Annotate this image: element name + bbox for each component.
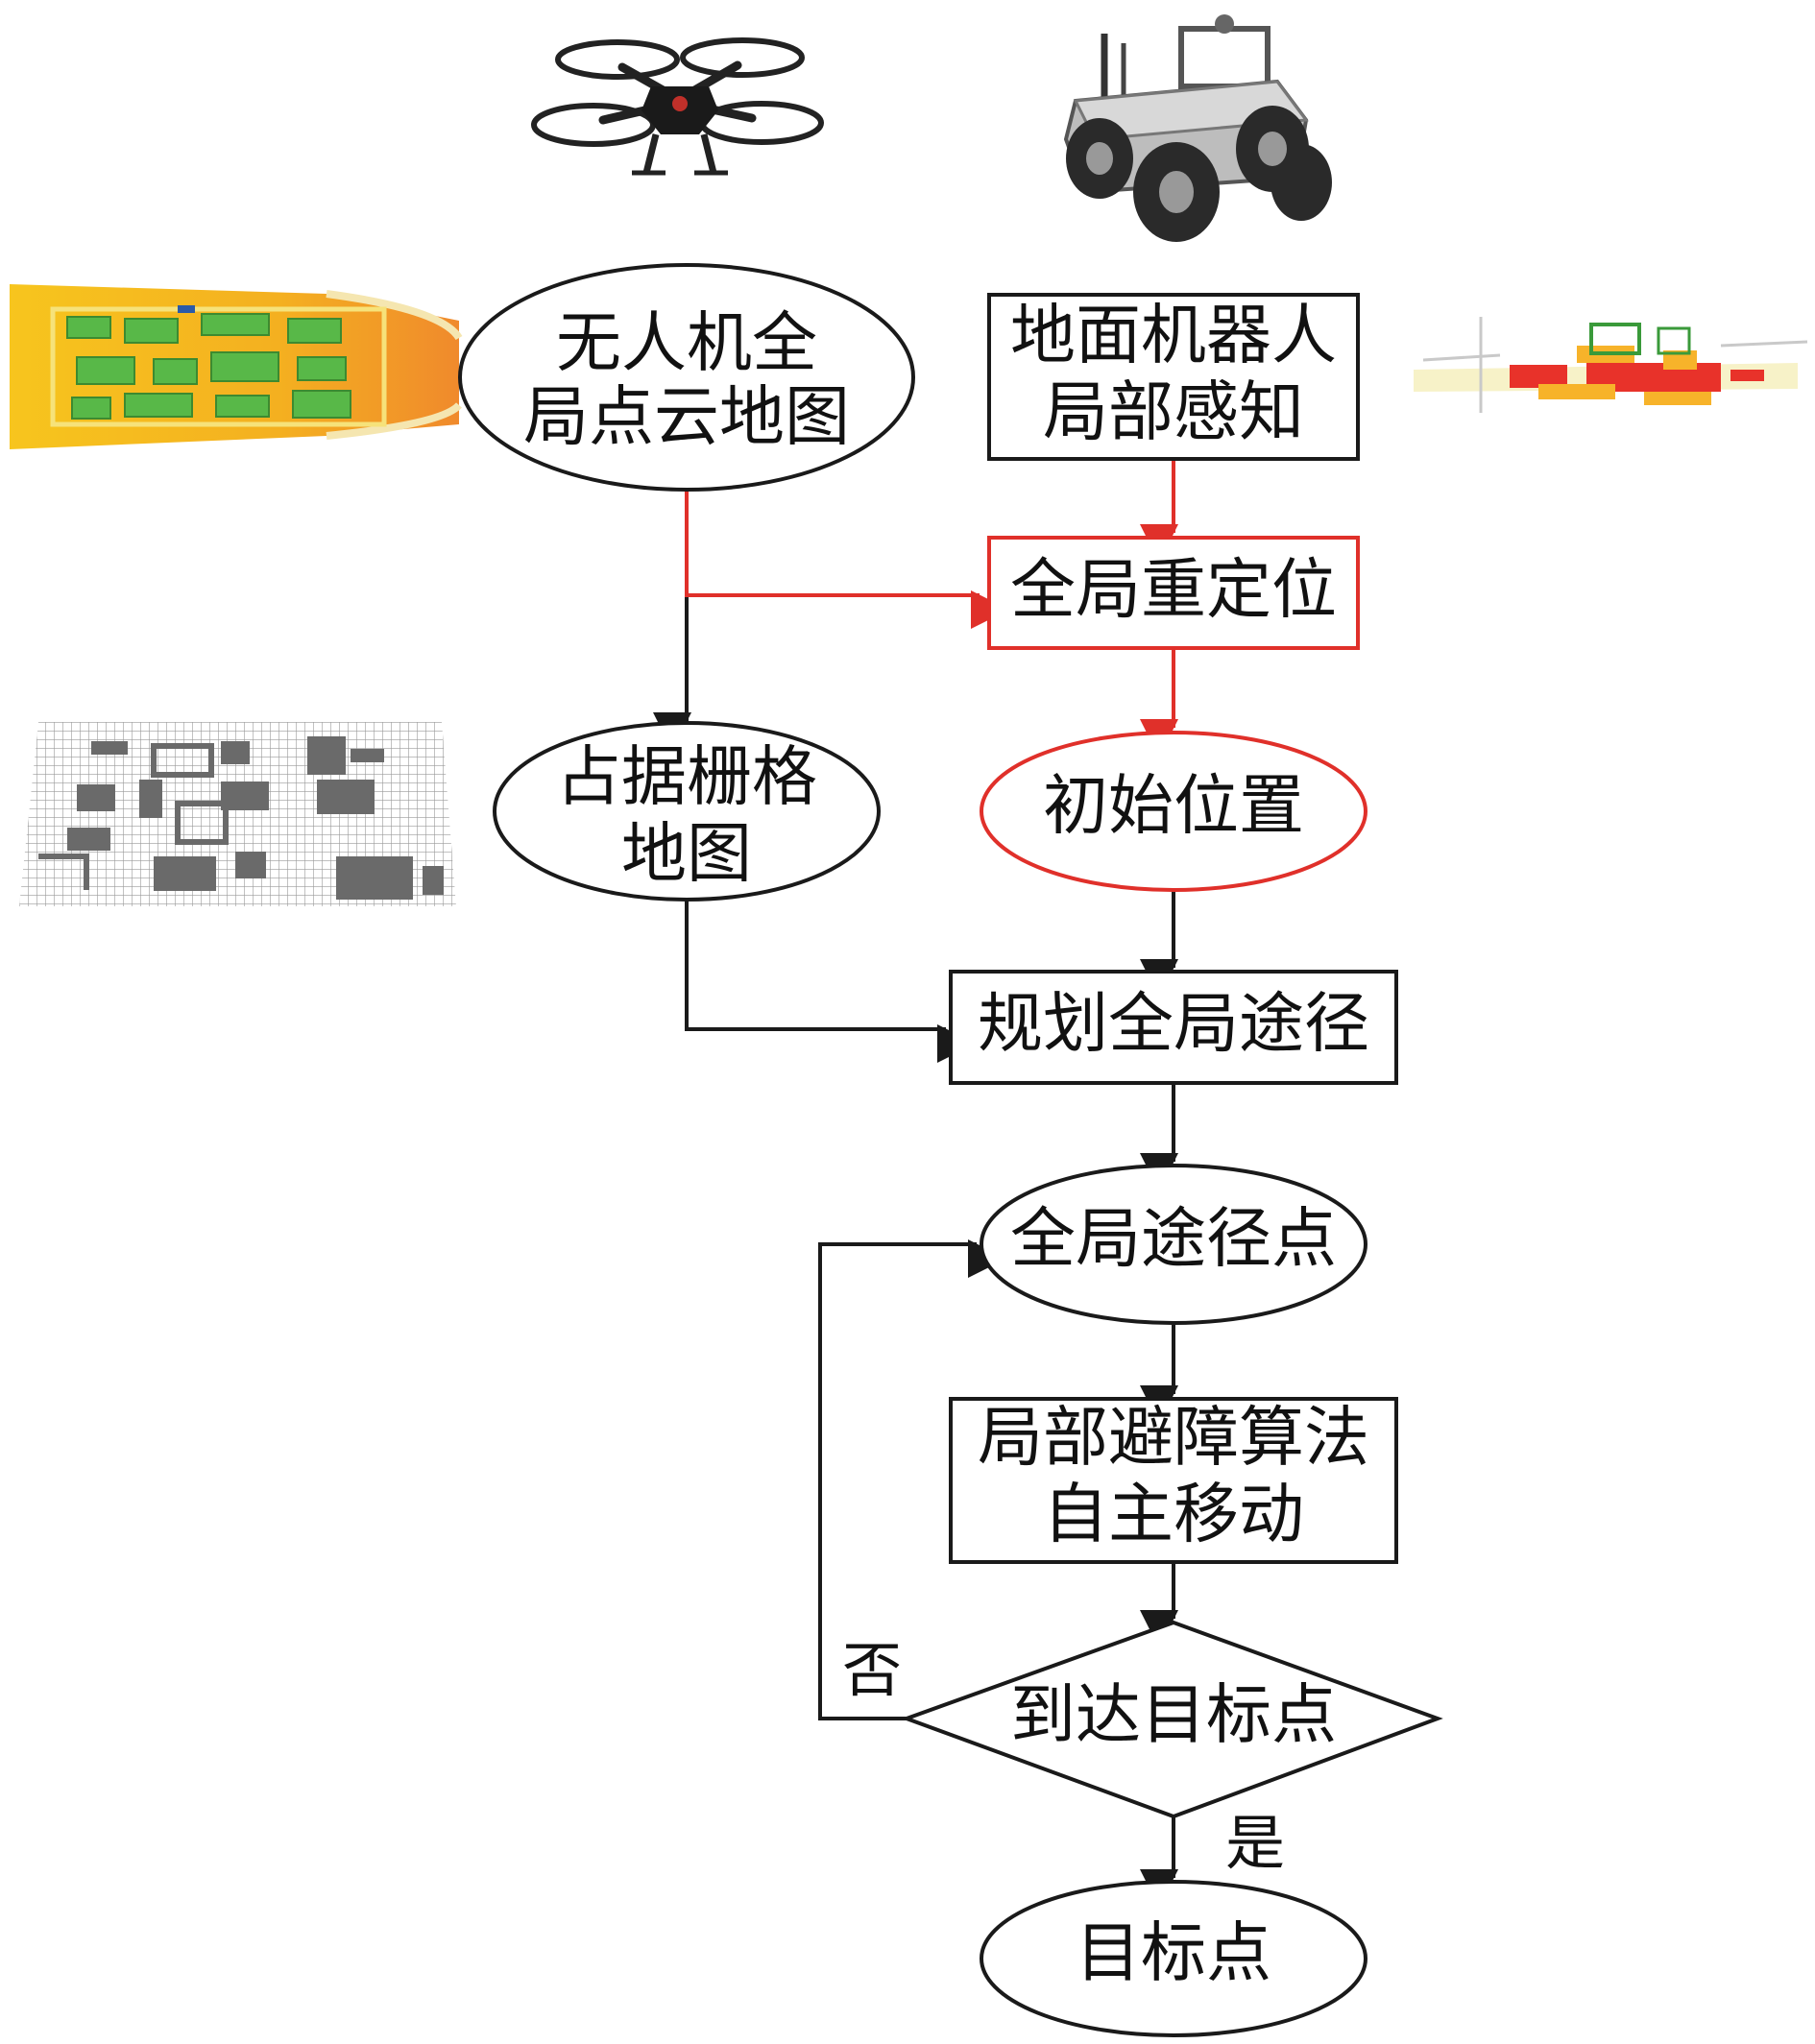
occupancy-grid-map-image <box>19 722 456 906</box>
local-lidar-scan-image <box>1414 317 1808 413</box>
node-robot-perception: 地面机器人 局部感知 <box>987 293 1360 461</box>
node-initial-position-text: 初始位置 <box>1043 769 1304 845</box>
edge-map-to-relocalization <box>685 490 1009 629</box>
node-uav-global-map-line2: 局点云地图 <box>523 380 850 456</box>
node-occupancy-grid-map-line1: 占据栅格 <box>556 740 817 816</box>
global-point-cloud-map-image <box>10 284 463 449</box>
edge-grid-to-plan <box>685 898 976 1063</box>
node-local-avoidance-line2: 自主移动 <box>1043 1478 1304 1553</box>
node-reach-target-decision: 到达目标点 <box>901 1620 1443 1819</box>
node-uav-global-map: 无人机全 局点云地图 <box>458 263 915 492</box>
node-global-waypoints: 全局途径点 <box>980 1164 1367 1325</box>
node-reach-target-decision-text: 到达目标点 <box>1010 1678 1337 1754</box>
node-target-point-text: 目标点 <box>1076 1916 1271 1992</box>
node-occupancy-grid-map-line2: 地图 <box>621 817 752 893</box>
node-global-relocalization-text: 全局重定位 <box>1010 553 1337 629</box>
drone-icon <box>531 37 824 176</box>
edge-label-no: 否 <box>842 1635 902 1705</box>
node-local-avoidance-line1: 局部避障算法 <box>978 1401 1369 1477</box>
edge-decision-no-loop <box>818 1239 1006 1720</box>
ground-robot-icon <box>1063 14 1332 242</box>
node-plan-global-path: 规划全局途径 <box>949 970 1398 1085</box>
edge-label-yes: 是 <box>1225 1808 1285 1878</box>
node-global-relocalization: 全局重定位 <box>987 536 1360 650</box>
node-plan-global-path-text: 规划全局途径 <box>978 987 1369 1063</box>
node-local-avoidance: 局部避障算法 自主移动 <box>949 1397 1398 1564</box>
node-robot-perception-line1: 地面机器人 <box>1010 299 1337 374</box>
node-target-point: 目标点 <box>980 1880 1367 2037</box>
node-robot-perception-line2: 局部感知 <box>1043 375 1304 451</box>
node-global-waypoints-text: 全局途径点 <box>1010 1202 1337 1278</box>
node-uav-global-map-line1: 无人机全 <box>556 306 817 382</box>
node-occupancy-grid-map: 占据栅格 地图 <box>493 721 881 902</box>
node-initial-position: 初始位置 <box>980 731 1367 892</box>
